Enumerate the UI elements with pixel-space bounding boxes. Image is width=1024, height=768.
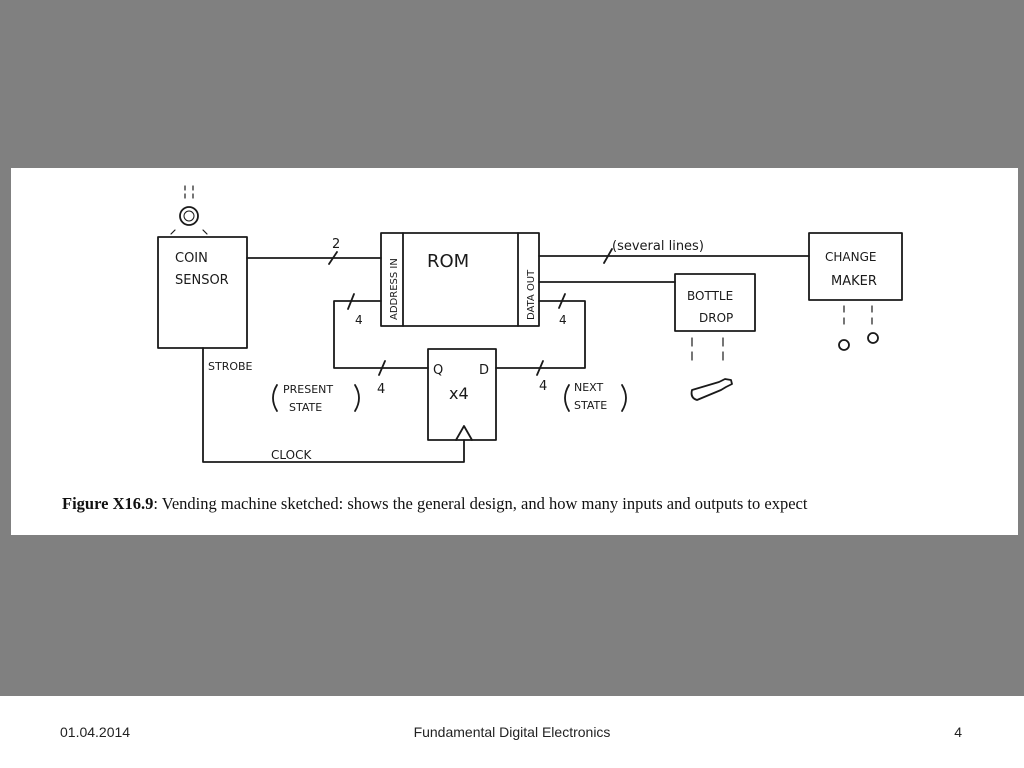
present-state-label: PRESENT — [283, 383, 333, 396]
next-state-label: NEXT — [574, 381, 604, 394]
next-state-label: STATE — [574, 399, 607, 412]
coin-sensor-label: SENSOR — [175, 273, 229, 288]
data-out-label: DATA OUT — [526, 269, 537, 320]
change-maker-box — [808, 232, 903, 301]
several-lines-label: (several lines) — [612, 239, 704, 254]
change-maker-label: MAKER — [831, 274, 877, 289]
register-box — [427, 348, 497, 441]
change-maker-label: CHANGE — [825, 250, 876, 264]
strobe-label: STROBE — [208, 360, 253, 373]
d-bus-width-label: 4 — [539, 379, 547, 394]
coin-sensor-label: COIN — [175, 251, 208, 266]
bottle-drop-label: DROP — [699, 311, 733, 325]
footer-date: 01.04.2014 — [60, 724, 131, 740]
rom-label: ROM — [427, 251, 469, 272]
feedback-right-wire — [495, 300, 586, 369]
caption-text: : Vending machine sketched: shows the ge… — [153, 494, 807, 513]
address-in-label: ADDRESS IN — [389, 258, 400, 320]
slide-footer: 01.04.2014 Fundamental Digital Electroni… — [0, 696, 1024, 768]
clock-label: CLOCK — [271, 448, 312, 462]
coin-out-icon — [867, 332, 879, 344]
q-bus-width-label: 4 — [377, 382, 385, 397]
slide-content-area: COIN SENSOR 2 ROM ADDRESS IN DATA OUT (s… — [0, 0, 1024, 696]
clock-wire — [202, 347, 465, 463]
vending-machine-diagram: COIN SENSOR 2 ROM ADDRESS IN DATA OUT (s… — [62, 185, 903, 513]
feedback-left-width-label: 4 — [355, 313, 363, 327]
register-label: x4 — [449, 384, 469, 403]
coin-bus-width-label: 2 — [332, 237, 340, 252]
bottle-icon — [690, 378, 733, 401]
rom-box — [380, 232, 540, 327]
figure-caption: Figure X16.9: Vending machine sketched: … — [62, 494, 808, 513]
bottle-drop-label: BOTTLE — [687, 289, 733, 303]
present-state-label: STATE — [289, 401, 322, 414]
footer-title: Fundamental Digital Electronics — [413, 724, 611, 740]
caption-label: Figure X16.9 — [62, 494, 153, 513]
register-d-label: D — [479, 363, 489, 378]
page-number: 4 — [954, 724, 962, 740]
feedback-right-width-label: 4 — [559, 313, 567, 327]
coin-icon — [179, 206, 199, 226]
figure-image: COIN SENSOR 2 ROM ADDRESS IN DATA OUT (s… — [11, 168, 1018, 535]
bottle-drop-box — [674, 273, 756, 332]
feedback-left-wire — [333, 300, 429, 369]
coin-out-icon — [838, 339, 850, 351]
register-q-label: Q — [433, 363, 443, 378]
